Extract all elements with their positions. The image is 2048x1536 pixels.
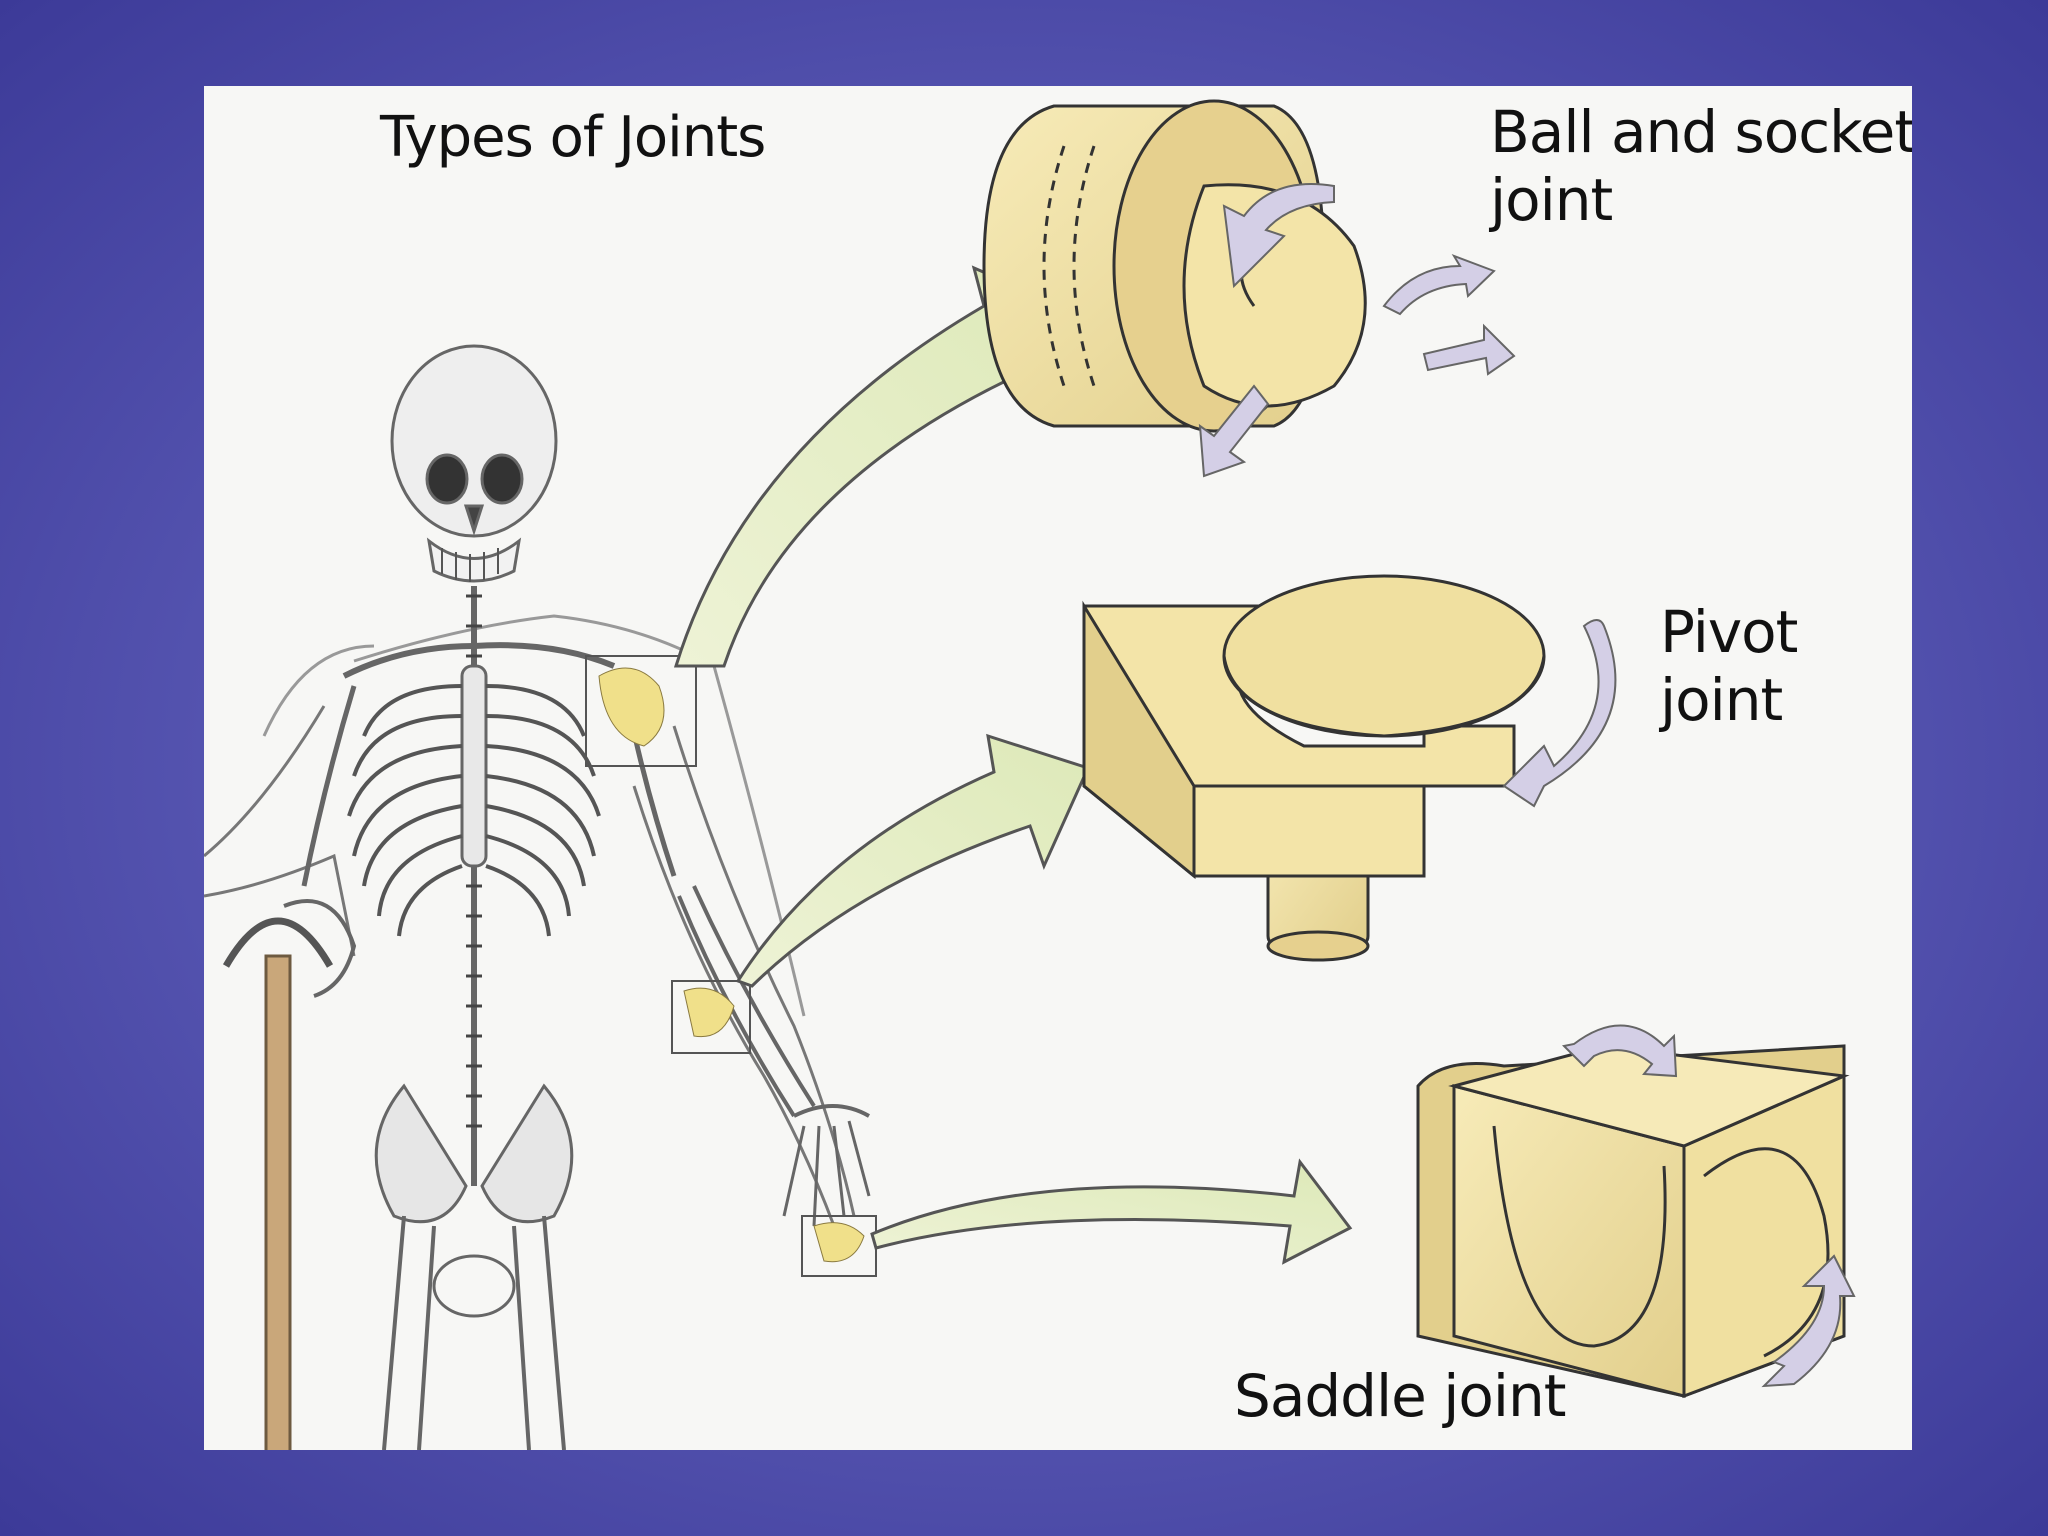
saddle-motion-arrows (1561, 1024, 1856, 1388)
shovel-handle (222, 917, 334, 1450)
ball-and-socket-label: Ball and socket joint (1490, 98, 1912, 234)
pivot-label: Pivot joint (1660, 598, 1798, 734)
ball-and-socket-motion-arrows (1198, 183, 1516, 478)
ribcage (347, 684, 601, 937)
pivot-label-line2: joint (1660, 666, 1783, 734)
ball-and-socket-joint-model (982, 99, 1367, 433)
arrow-to-pivot (735, 733, 1091, 988)
joints-illustration (204, 99, 1856, 1450)
arrow-to-saddle (870, 1158, 1353, 1265)
saddle-label: Saddle joint (1234, 1362, 1566, 1430)
diagram-title: Types of Joints (380, 105, 766, 170)
pivot-label-line1: Pivot (1660, 598, 1798, 666)
skeleton-figure (204, 344, 871, 1450)
skull (390, 344, 558, 583)
ball-and-socket-label-line1: Ball and socket (1490, 98, 1912, 166)
elbow-joint-highlight (671, 980, 751, 1054)
ball-and-socket-label-line2: joint (1490, 166, 1613, 234)
pivot-motion-arrow (1502, 619, 1617, 808)
pivot-joint-model (1082, 574, 1546, 962)
shoulder-joint-highlight (585, 655, 697, 767)
saddle-joint-model (1416, 1044, 1850, 1399)
diagram-panel: Types of Joints Ball and socket joint Pi… (204, 86, 1912, 1450)
pelvis (374, 1083, 574, 1318)
